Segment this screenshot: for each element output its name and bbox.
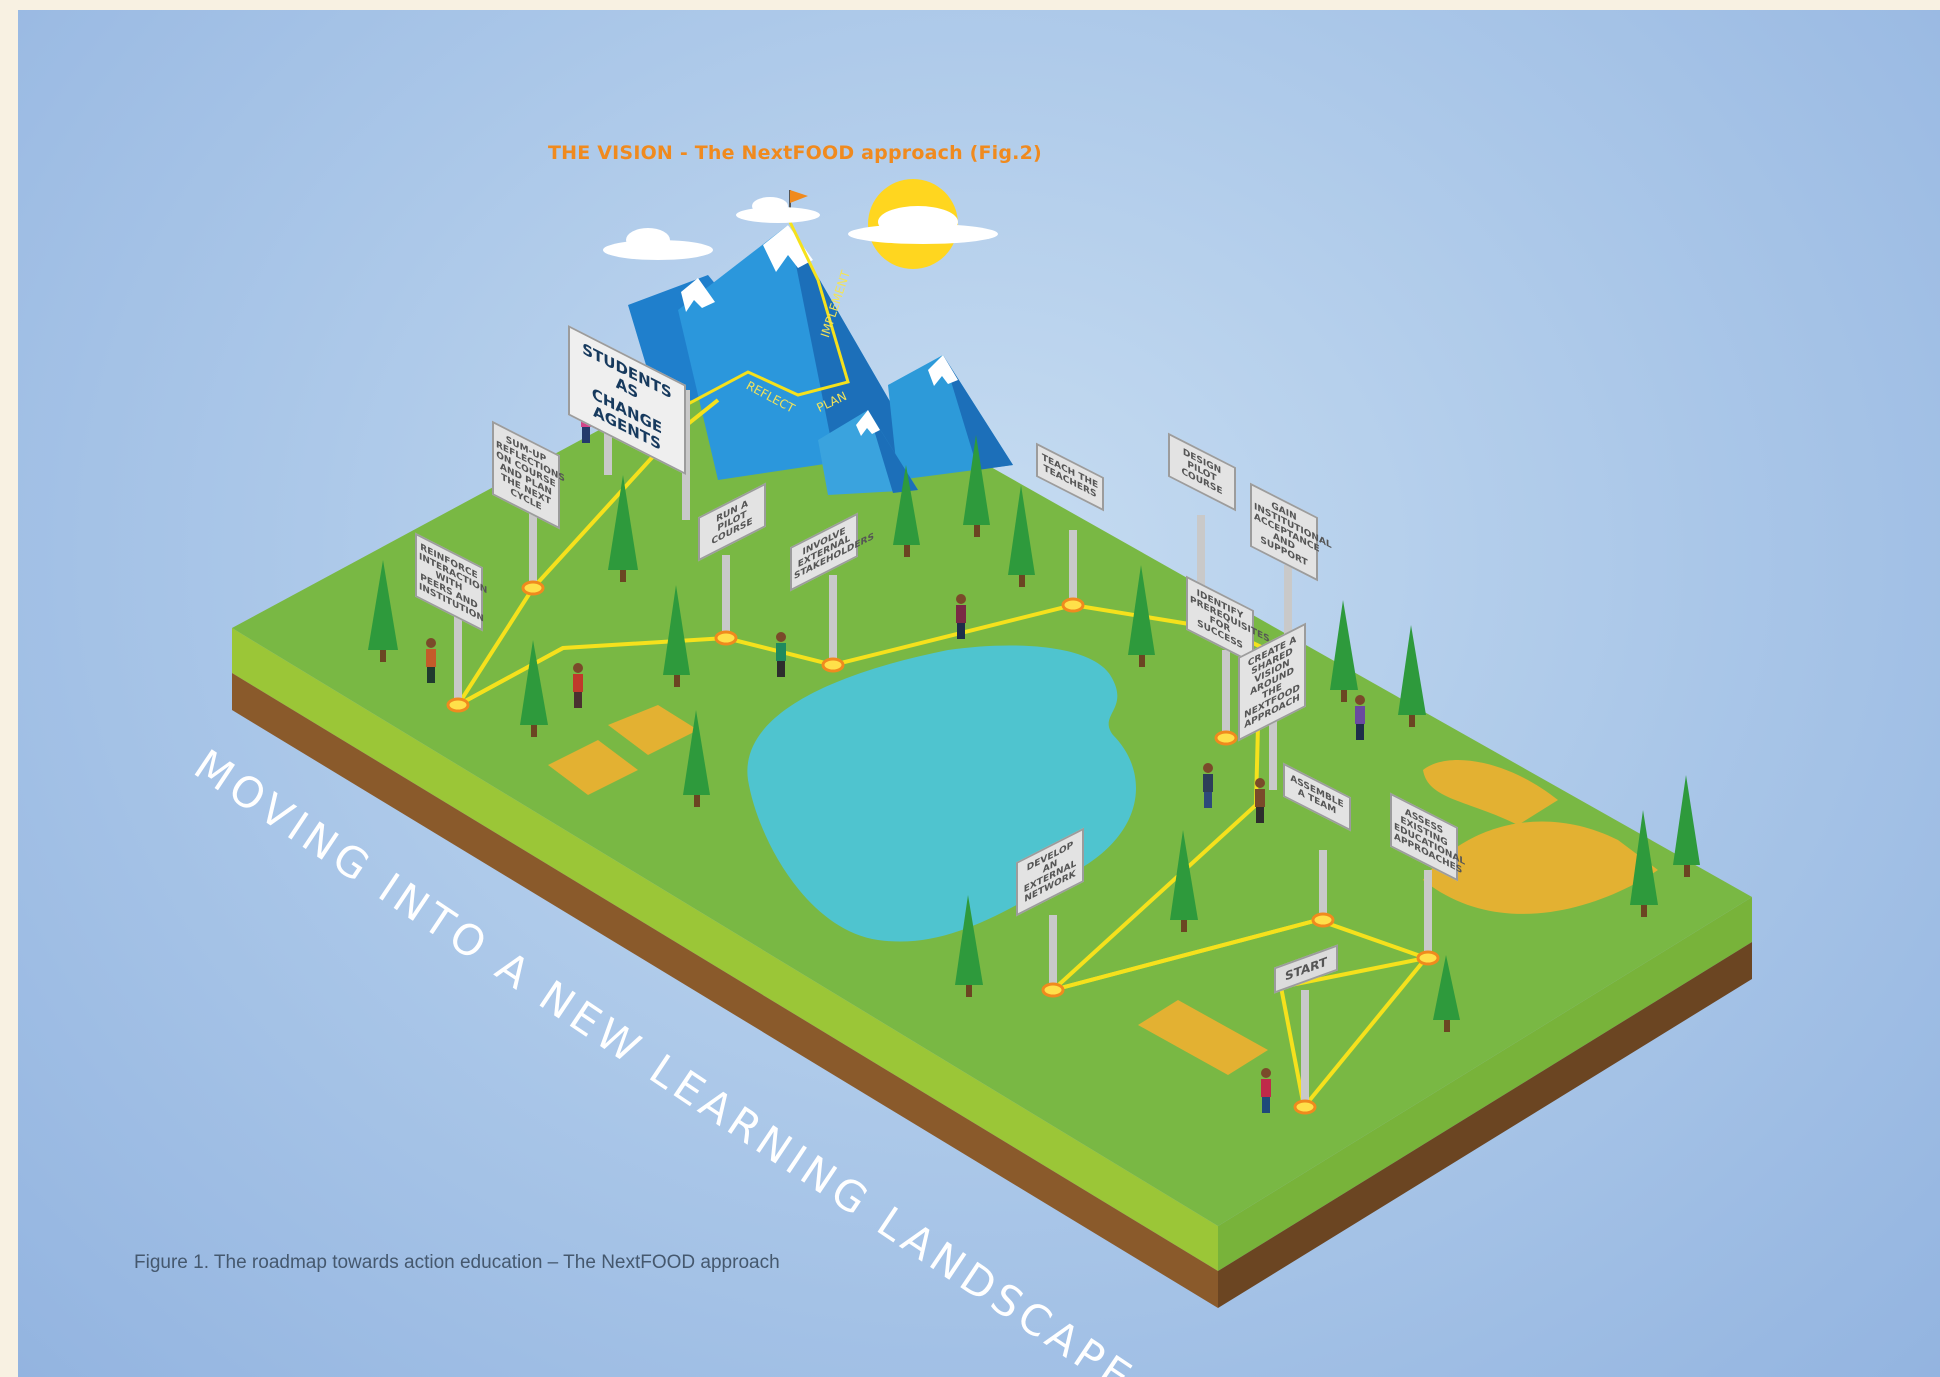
- hay-fields: [548, 705, 1658, 1075]
- cloud-top: [736, 197, 820, 223]
- person: [573, 663, 583, 708]
- diagram-panel: THE VISION - The NextFOOD approach (Fig.…: [18, 10, 1940, 1377]
- tree: [1330, 600, 1358, 702]
- figure-caption: Figure 1. The roadmap towards action edu…: [134, 1252, 780, 1273]
- person: [1355, 695, 1365, 740]
- person: [776, 632, 786, 677]
- island-right-side: [1218, 897, 1752, 1271]
- person: [1255, 778, 1265, 823]
- summit-path: [657, 221, 850, 422]
- tree: [1128, 565, 1155, 667]
- tree: [608, 475, 638, 582]
- tree: [1433, 955, 1460, 1032]
- tree: [368, 560, 398, 662]
- tree: [663, 585, 690, 687]
- tree: [1170, 830, 1198, 932]
- tree: [1630, 810, 1658, 917]
- vision-title: THE VISION - The NextFOOD approach (Fig.…: [548, 142, 1042, 164]
- people: [426, 398, 1365, 1113]
- tree: [955, 895, 983, 997]
- trees: [368, 435, 1700, 1032]
- island-left-soil: [232, 673, 1218, 1308]
- tree: [1673, 775, 1700, 877]
- path-stops: [446, 580, 1440, 1115]
- island-left-side: [232, 628, 1218, 1271]
- summit-flag: [790, 190, 808, 203]
- island-right-soil: [1218, 942, 1752, 1308]
- tree: [1398, 625, 1426, 727]
- tree: [520, 640, 548, 737]
- person: [956, 594, 966, 639]
- tree: [1008, 485, 1035, 587]
- tree: [893, 465, 920, 557]
- cloud-right: [848, 206, 998, 244]
- tree: [963, 435, 990, 537]
- person: [1261, 1068, 1271, 1113]
- person: [1203, 763, 1213, 808]
- person: [426, 638, 436, 683]
- mountain-range: [628, 190, 1013, 495]
- tree: [683, 710, 710, 807]
- cloud-left: [603, 228, 713, 260]
- landscape-illustration: [232, 179, 1752, 1308]
